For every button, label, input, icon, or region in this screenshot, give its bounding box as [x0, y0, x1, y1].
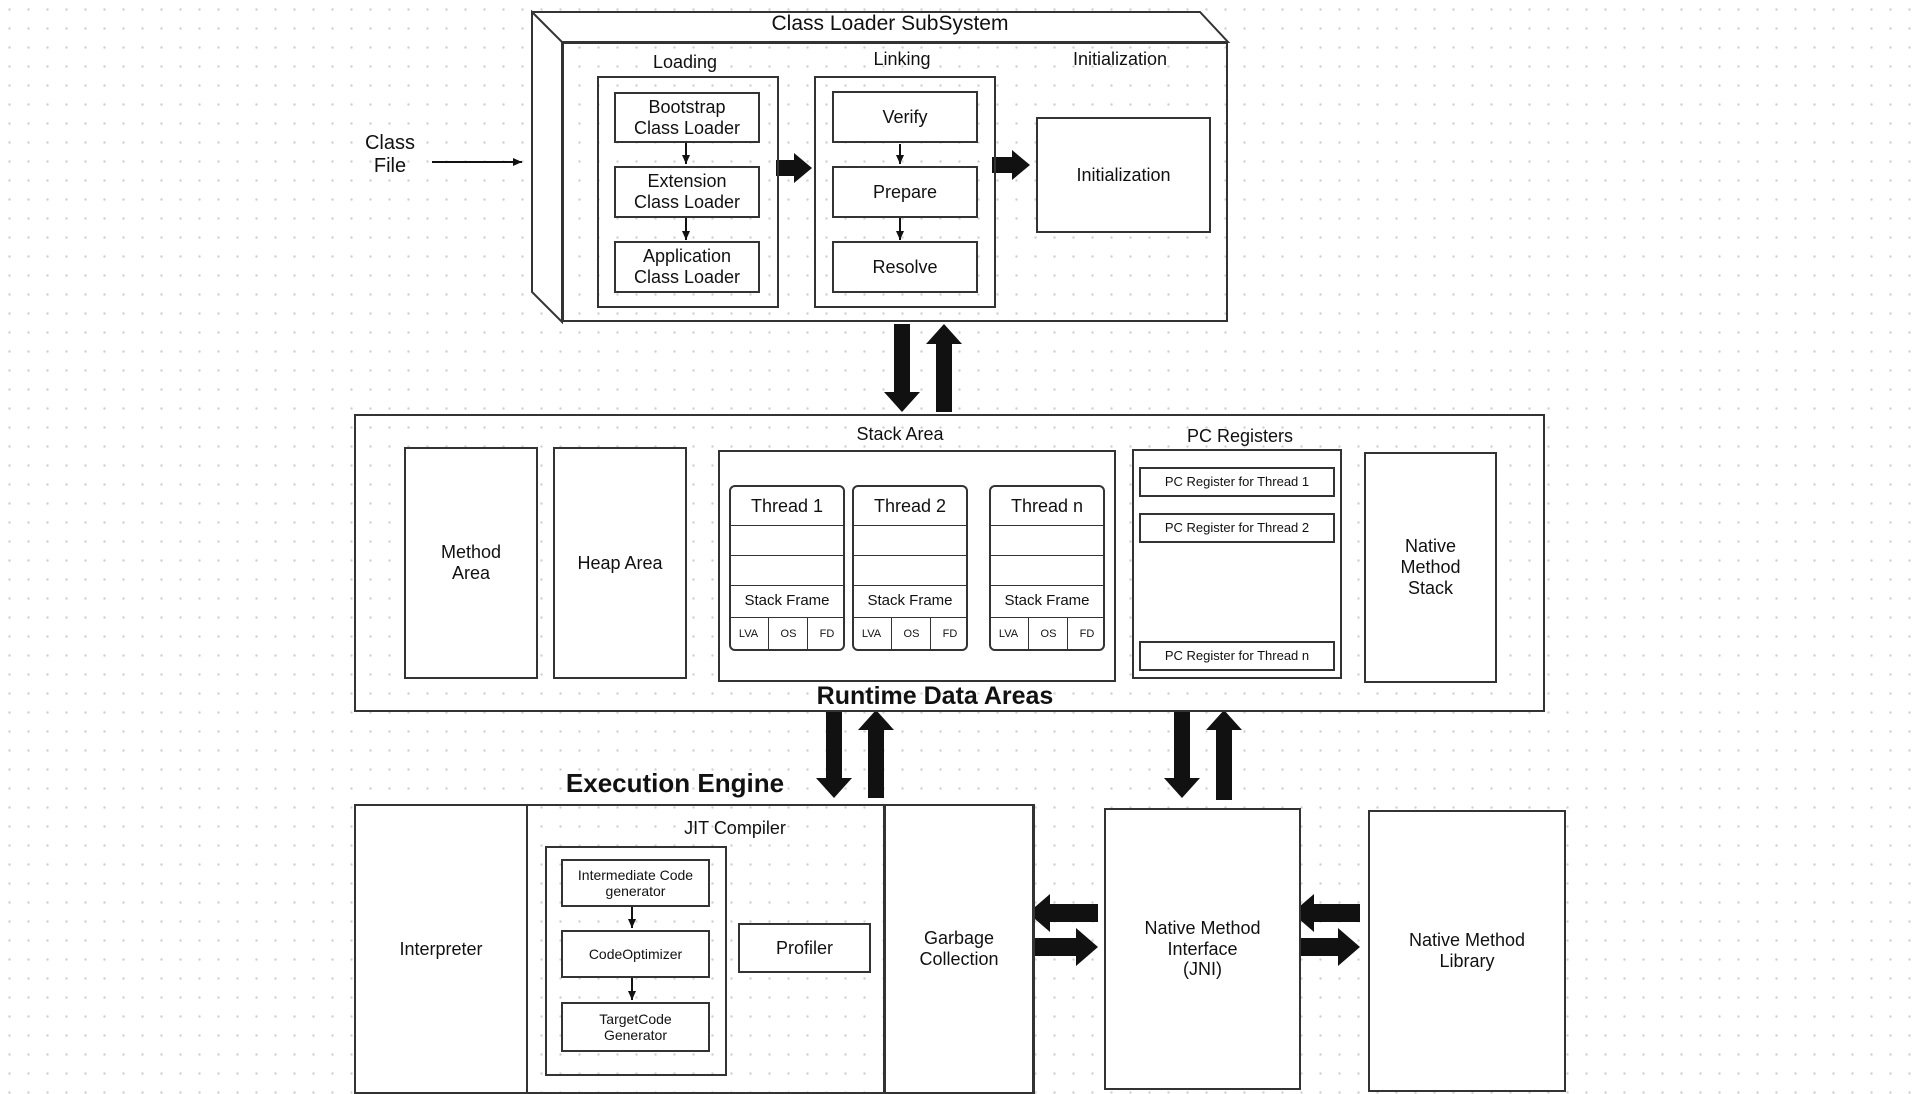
prepare-box: Prepare: [832, 166, 978, 218]
intermediate-code-generator: Intermediate Code generator: [561, 859, 710, 907]
pc-register-thread-2: PC Register for Thread 2: [1139, 513, 1335, 543]
block-arrow-loading-linking: [776, 153, 812, 183]
arrow-runtime-up: [926, 324, 962, 412]
loading-box: [597, 76, 779, 308]
jit-pipeline: [545, 846, 727, 1076]
execution-engine-title: Execution Engine: [565, 768, 785, 798]
arrow-jni-to-gc: [1028, 894, 1098, 932]
thread-1-stack: Thread 1 Stack Frame LVA OS FD: [729, 485, 845, 651]
os-cell: OS: [1028, 618, 1068, 649]
arrow-jni-up-runtime: [1206, 710, 1242, 800]
arrow-gc-to-jni: [1028, 928, 1098, 966]
runtime-data-areas: [354, 414, 1545, 712]
lva-cell: LVA: [738, 627, 759, 640]
heap-area: Heap Area: [553, 447, 687, 679]
profiler-box: Profiler: [738, 923, 871, 973]
initialization-box: Initialization: [1036, 117, 1211, 233]
fd-cell: FD: [930, 618, 966, 649]
thread-name: Thread n: [1010, 495, 1084, 516]
extension-class-loader: Extension Class Loader: [614, 166, 760, 218]
thread-name: Thread 2: [873, 495, 947, 516]
class-file-label: Class File: [364, 132, 415, 177]
verify-box: Verify: [832, 91, 978, 143]
jit-compiler-title: JIT Compiler: [684, 818, 786, 838]
class-loader-3d-frame: [531, 9, 1231, 325]
code-optimizer: CodeOptimizer: [561, 930, 710, 978]
stack-frame-label: Stack Frame: [744, 592, 830, 610]
runtime-data-areas-title: Runtime Data Areas: [816, 682, 1054, 710]
lva-cell: LVA: [861, 627, 882, 640]
fd-cell: FD: [1067, 618, 1103, 649]
os-cell: OS: [891, 618, 931, 649]
bootstrap-class-loader: Bootstrap Class Loader: [614, 92, 760, 143]
class-loader-title: Class Loader SubSystem: [771, 12, 1009, 35]
block-arrow-linking-init: [992, 150, 1030, 180]
resolve-box: Resolve: [832, 241, 978, 293]
fd-cell: FD: [807, 618, 843, 649]
arrow-jni-to-lib: [1292, 928, 1360, 966]
stack-frame-label: Stack Frame: [867, 592, 953, 610]
native-method-library: Native Method Library: [1368, 810, 1566, 1092]
method-area: Method Area: [404, 447, 538, 679]
initialization-title: Initialization: [1072, 49, 1168, 69]
arrow-runtime-down-exec: [816, 710, 852, 798]
loading-title: Loading: [652, 52, 718, 72]
pc-registers-title: PC Registers: [1186, 426, 1294, 446]
arrow-classloader-down: [884, 324, 920, 412]
pc-register-thread-1: PC Register for Thread 1: [1139, 467, 1335, 497]
arrow-runtime-down-jni: [1164, 710, 1200, 798]
arrow-lib-to-jni: [1292, 894, 1360, 932]
target-code-generator: TargetCode Generator: [561, 1002, 710, 1052]
linking-title: Linking: [873, 49, 931, 69]
application-class-loader: Application Class Loader: [614, 241, 760, 293]
os-cell: OS: [768, 618, 808, 649]
thread-2-stack: Thread 2 Stack Frame LVA OS FD: [852, 485, 968, 651]
lva-cell: LVA: [998, 627, 1019, 640]
stack-area-title: Stack Area: [856, 424, 944, 444]
thread-n-stack: Thread n Stack Frame LVA OS FD: [989, 485, 1105, 651]
interpreter-box: Interpreter: [354, 804, 528, 1094]
pc-register-thread-n: PC Register for Thread n: [1139, 641, 1335, 671]
arrow-exec-up-runtime: [858, 710, 894, 798]
native-method-stack: Native Method Stack: [1364, 452, 1497, 683]
stack-frame-label: Stack Frame: [1004, 592, 1090, 610]
garbage-collection-box: Garbage Collection: [884, 804, 1034, 1094]
linking-box: [814, 76, 996, 308]
native-method-interface: Native Method Interface (JNI): [1104, 808, 1301, 1090]
class-loader-subsystem: [562, 42, 1228, 322]
thread-name: Thread 1: [750, 495, 824, 516]
